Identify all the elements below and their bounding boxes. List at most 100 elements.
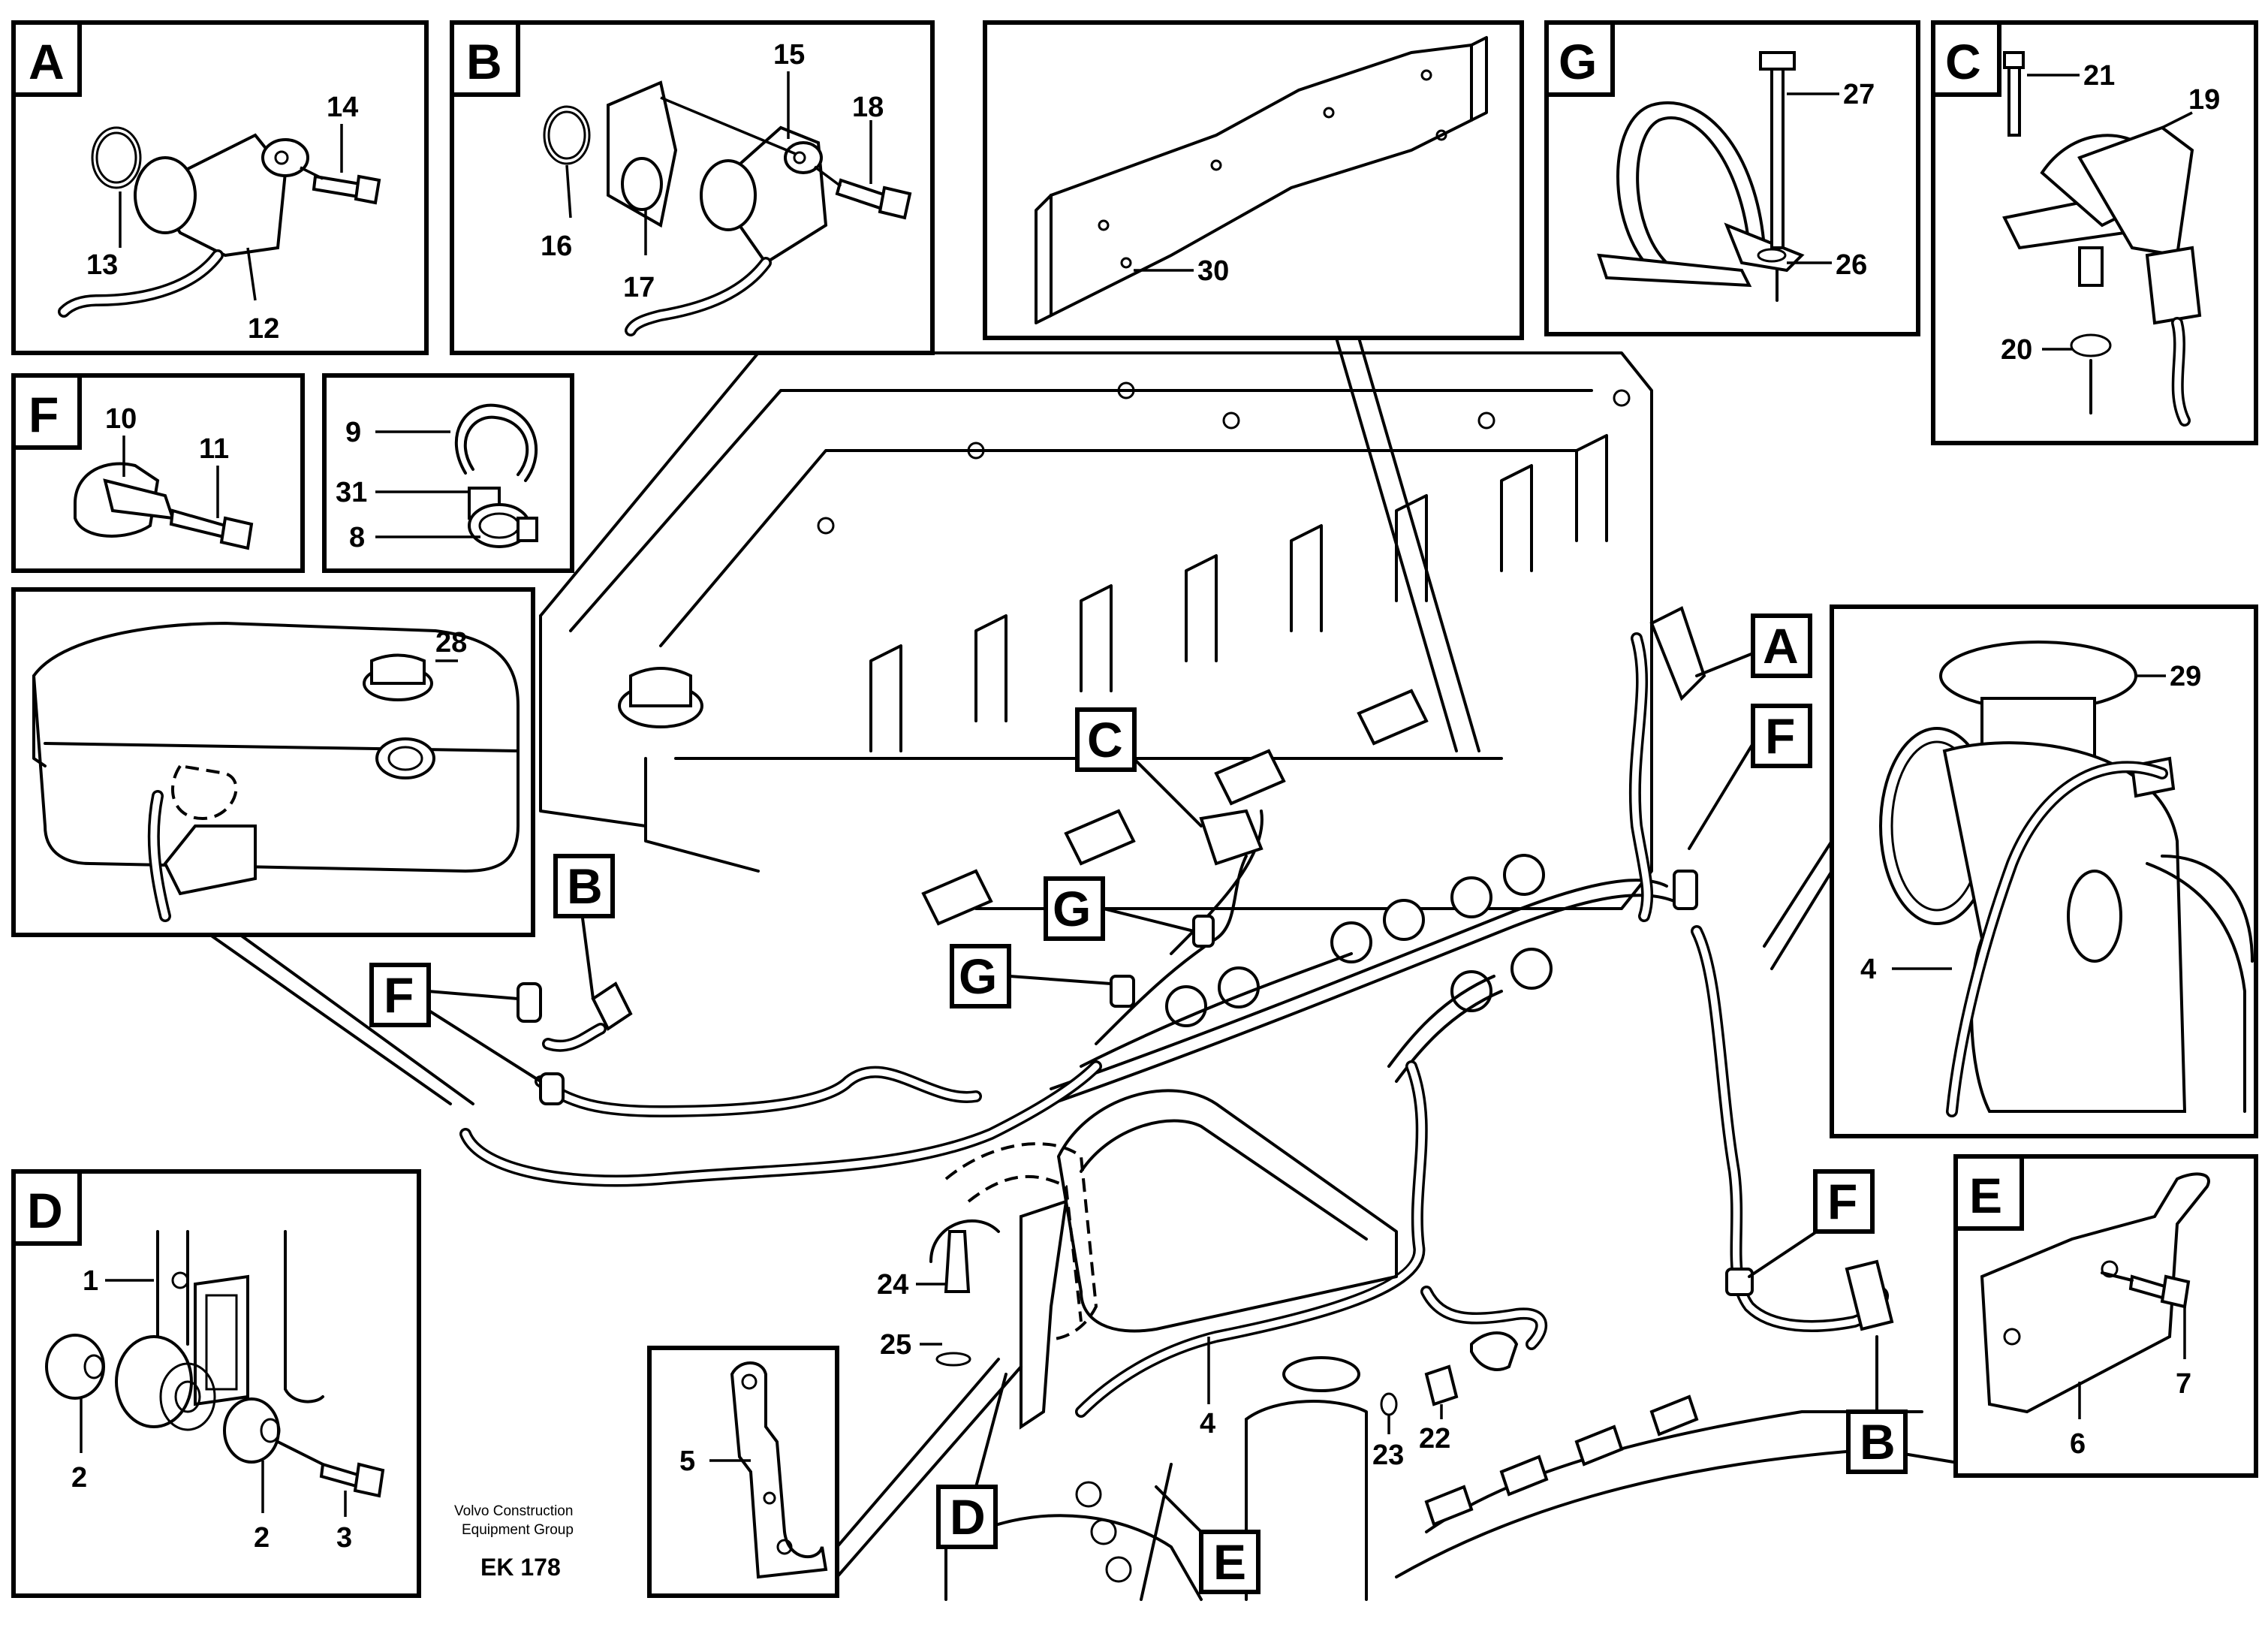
callout-f-left: F: [369, 963, 542, 1083]
detail-f: F 10 11: [11, 373, 305, 573]
label-19: 19: [2188, 84, 2220, 116]
callout-b-left: B: [553, 854, 615, 1000]
detail-c: C 21 19 20: [1931, 20, 2258, 445]
detail-b: B 16 17 15 18: [450, 20, 935, 355]
sensor-c-installed: [1199, 809, 1264, 866]
callout-f-right-letter: F: [1765, 708, 1795, 764]
label-26: 26: [1836, 249, 1867, 281]
detail-air: 29 4: [1830, 604, 2258, 1138]
detail-cover-30: 30: [983, 20, 1524, 340]
label-11: 11: [199, 433, 229, 465]
detail-d-label-box: [11, 1169, 82, 1246]
sensor-c-drawing: [2002, 51, 2202, 427]
label-12: 12: [248, 313, 279, 345]
label-28: 28: [435, 627, 467, 659]
mount-d-drawing: [45, 1230, 385, 1498]
label-4-detail: 4: [1860, 954, 1876, 985]
detail-tank: 28: [11, 587, 535, 937]
detail-d-letter: D: [27, 1183, 63, 1238]
detail-pointer-lines: [209, 336, 1833, 1578]
label-5: 5: [679, 1446, 695, 1477]
radiator-dashed-outline: [944, 1142, 1098, 1341]
detail-c-label-box: [1931, 20, 2001, 97]
callout-d-main: D: [936, 1373, 1007, 1549]
detail-e: E 7 6: [1953, 1154, 2258, 1478]
sensor-b-installed: [591, 981, 1894, 1331]
detail-f-letter: F: [29, 387, 59, 442]
temp-sender-24: [929, 1219, 1000, 1367]
injector-studs: [921, 689, 1429, 926]
label-22: 22: [1419, 1423, 1450, 1455]
label-20: 20: [2001, 334, 2032, 366]
label-13: 13: [86, 249, 118, 281]
hose-clamp-drawing: [454, 403, 538, 548]
detail-bracket-5: 5: [647, 1346, 839, 1598]
callout-f-lower-letter: F: [1827, 1174, 1857, 1229]
engine-main-view: [459, 351, 1968, 1601]
callout-a-letter: A: [1763, 618, 1799, 674]
lower-engine: [974, 1356, 1968, 1601]
callout-b-right: B: [1846, 1335, 1908, 1474]
callout-b-left-letter: B: [567, 858, 603, 914]
bracket-5-drawing: [730, 1361, 828, 1579]
callout-f-lower: F: [1748, 1169, 1875, 1278]
sensor-b-drawing: [543, 80, 912, 336]
detail-g-letter: G: [1559, 34, 1597, 89]
label-7: 7: [2176, 1368, 2191, 1400]
sensor-a-installed: [1649, 606, 1706, 701]
callout-g-upper-letter: G: [1053, 881, 1091, 936]
detail-clamp: 9 31 8: [322, 373, 574, 573]
label-6: 6: [2070, 1428, 2086, 1460]
detail-a: A 13 12 14: [11, 20, 429, 355]
callout-g-upper: G: [1044, 876, 1195, 941]
callout-f-right: F: [1688, 704, 1812, 850]
detail-b-letter: B: [466, 34, 502, 89]
label-4-main: 4: [1200, 1408, 1215, 1440]
label-17: 17: [623, 272, 655, 303]
sheathed-cables: [459, 632, 1889, 1418]
callout-f-left-letter: F: [384, 967, 414, 1023]
detail-e-label-box: [1953, 1154, 2024, 1231]
label-30: 30: [1197, 255, 1229, 287]
wiring-harness: [1050, 809, 1676, 1105]
label-14: 14: [327, 92, 358, 123]
cover-bolts: [817, 381, 1631, 535]
expansion-tank-drawing: [32, 621, 520, 922]
detail-e-letter: E: [1969, 1168, 2002, 1223]
footer-line-1: Volvo Construction: [454, 1503, 573, 1519]
label-15: 15: [773, 39, 805, 71]
callout-c-letter: C: [1087, 712, 1123, 767]
label-31: 31: [336, 477, 367, 508]
callout-c-main: C: [1075, 707, 1203, 828]
label-9: 9: [345, 417, 361, 448]
bracket-d-installed: [1020, 1199, 1068, 1430]
detail-c-letter: C: [1945, 34, 1981, 89]
label-2-right: 2: [254, 1522, 270, 1554]
footer-line-2: Equipment Group: [462, 1522, 574, 1538]
sensor-a-drawing: [58, 126, 381, 318]
callout-g-lower-letter: G: [959, 948, 997, 1004]
detail-d: D 1 2 2 3: [11, 1169, 421, 1598]
detail-g-label-box: [1544, 20, 1615, 97]
label-24: 24: [877, 1269, 908, 1301]
label-25: 25: [880, 1329, 911, 1361]
label-27: 27: [1843, 79, 1875, 110]
callout-e-main: E: [1155, 1485, 1261, 1594]
callout-g-lower: G: [950, 944, 1113, 1008]
label-2-left: 2: [71, 1462, 87, 1494]
detail-a-letter: A: [29, 34, 65, 89]
clip-f-drawing: [74, 462, 254, 550]
detail-g: G 27 26: [1544, 20, 1920, 336]
figure-code: EK 178: [480, 1554, 561, 1581]
cylinder-head-ribs: [869, 434, 1608, 752]
coolant-pipe: [1057, 1089, 1398, 1333]
label-16: 16: [541, 231, 572, 262]
label-18: 18: [852, 92, 884, 123]
label-21: 21: [2083, 60, 2115, 92]
label-1: 1: [83, 1265, 98, 1297]
callout-b-right-letter: B: [1860, 1414, 1896, 1470]
callout-d-letter: D: [950, 1489, 986, 1545]
label-8: 8: [349, 522, 365, 553]
cover-drawing: [1035, 36, 1488, 324]
